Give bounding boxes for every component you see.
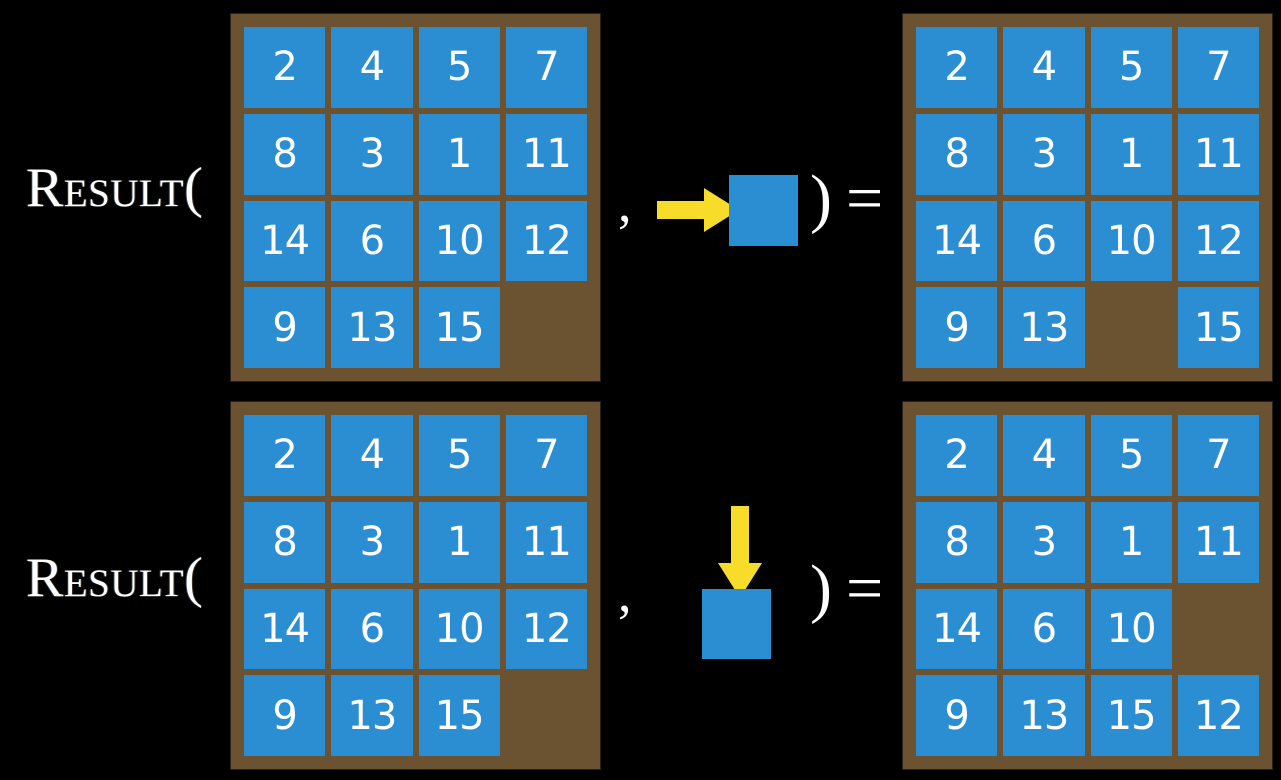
tile[interactable]: 11 — [505, 113, 587, 195]
tile[interactable]: 7 — [505, 27, 587, 108]
tile[interactable]: 7 — [505, 415, 587, 496]
tile[interactable]: 15 — [418, 675, 500, 756]
output-board-row-1: 2 4 5 7 8 3 1 11 14 6 10 12 9 13 15 — [903, 14, 1272, 381]
tile[interactable]: 11 — [1177, 113, 1259, 195]
arrow-down-icon — [718, 506, 762, 598]
tile-empty-slot[interactable] — [1091, 287, 1172, 368]
tile[interactable]: 11 — [1177, 501, 1259, 583]
tile[interactable]: 7 — [1177, 415, 1259, 496]
tile[interactable]: 6 — [1003, 588, 1085, 670]
tile[interactable]: 3 — [1003, 113, 1085, 195]
tile[interactable]: 6 — [331, 588, 413, 670]
tile[interactable]: 13 — [1003, 287, 1085, 368]
tile[interactable]: 8 — [916, 501, 998, 583]
tile[interactable]: 9 — [244, 287, 326, 368]
tile[interactable]: 10 — [418, 588, 500, 670]
tile[interactable]: 9 — [916, 675, 998, 756]
equation-row-2: Result( 2 4 5 7 8 3 1 11 14 6 10 12 9 13… — [0, 390, 1281, 780]
result-function-label-row-1: Result( — [26, 157, 204, 219]
tile[interactable]: 3 — [331, 501, 413, 583]
comma-separator: , — [618, 563, 632, 623]
equation-row-1: Result( 2 4 5 7 8 3 1 11 14 6 10 12 9 13… — [26, 0, 1272, 390]
output-board-grid-row-2: 2 4 5 7 8 3 1 11 14 6 10 9 13 15 12 — [916, 415, 1259, 756]
move-token-square[interactable] — [702, 589, 771, 659]
tile[interactable]: 5 — [1090, 415, 1172, 496]
tile[interactable]: 7 — [1177, 27, 1259, 108]
tile[interactable]: 2 — [916, 27, 998, 108]
tile[interactable]: 13 — [331, 287, 413, 368]
tile[interactable]: 2 — [916, 415, 998, 496]
tile[interactable]: 2 — [244, 415, 326, 496]
input-board-row-2: 2 4 5 7 8 3 1 11 14 6 10 12 9 13 15 — [231, 402, 600, 769]
tile[interactable]: 14 — [244, 588, 326, 670]
tile[interactable]: 13 — [1003, 675, 1085, 756]
tile[interactable]: 5 — [418, 415, 500, 496]
tile[interactable]: 12 — [505, 588, 587, 670]
tile[interactable]: 4 — [331, 415, 413, 496]
tile[interactable]: 15 — [418, 287, 500, 368]
result-function-label-row-2: Result( — [26, 547, 204, 609]
tile-empty-slot[interactable] — [506, 675, 587, 756]
tile[interactable]: 2 — [244, 27, 326, 108]
tile[interactable]: 3 — [1003, 501, 1085, 583]
tile-empty-slot[interactable] — [506, 287, 587, 368]
equals-sign: = — [846, 162, 884, 235]
tile[interactable]: 5 — [1090, 27, 1172, 108]
comma-separator: , — [618, 173, 632, 233]
tile[interactable]: 4 — [1003, 415, 1085, 496]
arrow-right-icon — [657, 188, 739, 232]
input-board-grid-row-2: 2 4 5 7 8 3 1 11 14 6 10 12 9 13 15 — [244, 415, 587, 756]
input-board-grid-row-1: 2 4 5 7 8 3 1 11 14 6 10 12 9 13 15 — [244, 27, 587, 368]
tile[interactable]: 8 — [916, 113, 998, 195]
tile[interactable]: 15 — [1090, 675, 1172, 756]
tile[interactable]: 3 — [331, 113, 413, 195]
tile[interactable]: 10 — [1090, 200, 1172, 282]
tile[interactable]: 4 — [331, 27, 413, 108]
tile[interactable]: 1 — [418, 501, 500, 583]
tile[interactable]: 12 — [505, 200, 587, 282]
move-token-square[interactable] — [729, 175, 798, 246]
tile[interactable]: 8 — [244, 501, 326, 583]
output-board-row-2: 2 4 5 7 8 3 1 11 14 6 10 9 13 15 12 — [903, 402, 1272, 769]
tile[interactable]: 5 — [418, 27, 500, 108]
tile[interactable]: 1 — [1090, 501, 1172, 583]
tile[interactable]: 1 — [418, 113, 500, 195]
tile[interactable]: 10 — [418, 200, 500, 282]
tile[interactable]: 12 — [1177, 675, 1259, 756]
tile[interactable]: 10 — [1090, 588, 1172, 670]
tile-empty-slot[interactable] — [1178, 589, 1259, 670]
close-paren: ) — [810, 162, 832, 235]
tile[interactable]: 15 — [1177, 287, 1259, 368]
operator-group-row-2: , ) = — [600, 390, 900, 780]
tile[interactable]: 14 — [916, 588, 998, 670]
tile[interactable]: 14 — [916, 200, 998, 282]
tile[interactable]: 6 — [331, 200, 413, 282]
tile[interactable]: 12 — [1177, 200, 1259, 282]
tile[interactable]: 11 — [505, 501, 587, 583]
equals-sign: = — [846, 552, 884, 625]
tile[interactable]: 1 — [1090, 113, 1172, 195]
output-board-grid-row-1: 2 4 5 7 8 3 1 11 14 6 10 12 9 13 15 — [916, 27, 1259, 368]
operator-group-row-1: , ) = — [600, 0, 900, 390]
tile[interactable]: 8 — [244, 113, 326, 195]
tile[interactable]: 9 — [244, 675, 326, 756]
tile[interactable]: 4 — [1003, 27, 1085, 108]
tile[interactable]: 13 — [331, 675, 413, 756]
tile[interactable]: 14 — [244, 200, 326, 282]
input-board-row-1: 2 4 5 7 8 3 1 11 14 6 10 12 9 13 15 — [231, 14, 600, 381]
tile[interactable]: 6 — [1003, 200, 1085, 282]
tile[interactable]: 9 — [916, 287, 998, 368]
close-paren: ) — [810, 552, 832, 625]
